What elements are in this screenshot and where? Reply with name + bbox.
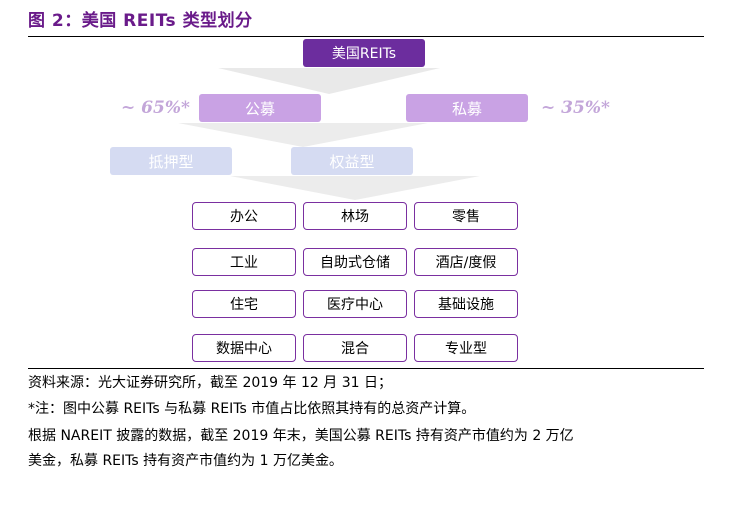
detail-note-line1: 根据 NAREIT 披露的数据，截至 2019 年末，美国公募 REITs 持有… — [28, 428, 574, 444]
source-note: 资料来源：光大证券研究所，截至 2019 年 12 月 31 日； — [28, 375, 392, 391]
private-reits-node: 私募 — [406, 94, 528, 122]
public-reits-node: 公募 — [199, 94, 321, 122]
leaf-industrial: 工业 — [192, 248, 296, 276]
private-share-label: ~ 35%* — [541, 98, 610, 118]
leaf-data-centers: 数据中心 — [192, 334, 296, 362]
leaf-specialty: 专业型 — [414, 334, 518, 362]
bottom-rule — [28, 368, 704, 369]
public-share-label: ~ 65%* — [121, 98, 190, 118]
mortgage-reits-node: 抵押型 — [110, 147, 232, 175]
figure-title: 图 2：美国 REITs 类型划分 — [28, 11, 253, 31]
leaf-lodging-resorts: 酒店/度假 — [414, 248, 518, 276]
leaf-infrastructure: 基础设施 — [414, 290, 518, 318]
leaf-residential: 住宅 — [192, 290, 296, 318]
footnote: *注：图中公募 REITs 与私募 REITs 市值占比依照其持有的总资产计算。 — [28, 401, 476, 417]
connector-arrow-root — [218, 68, 440, 94]
top-rule — [28, 36, 704, 37]
leaf-diversified: 混合 — [303, 334, 407, 362]
connector-arrow-public — [178, 123, 428, 147]
leaf-office: 办公 — [192, 202, 296, 230]
leaf-retail: 零售 — [414, 202, 518, 230]
equity-reits-node: 权益型 — [291, 147, 413, 175]
leaf-health-care: 医疗中心 — [303, 290, 407, 318]
detail-note-line2: 美金，私募 REITs 持有资产市值约为 1 万亿美金。 — [28, 453, 343, 469]
leaf-self-storage: 自助式仓储 — [303, 248, 407, 276]
root-node: 美国REITs — [303, 39, 425, 67]
connector-arrow-equity — [230, 176, 480, 200]
leaf-timberland: 林场 — [303, 202, 407, 230]
